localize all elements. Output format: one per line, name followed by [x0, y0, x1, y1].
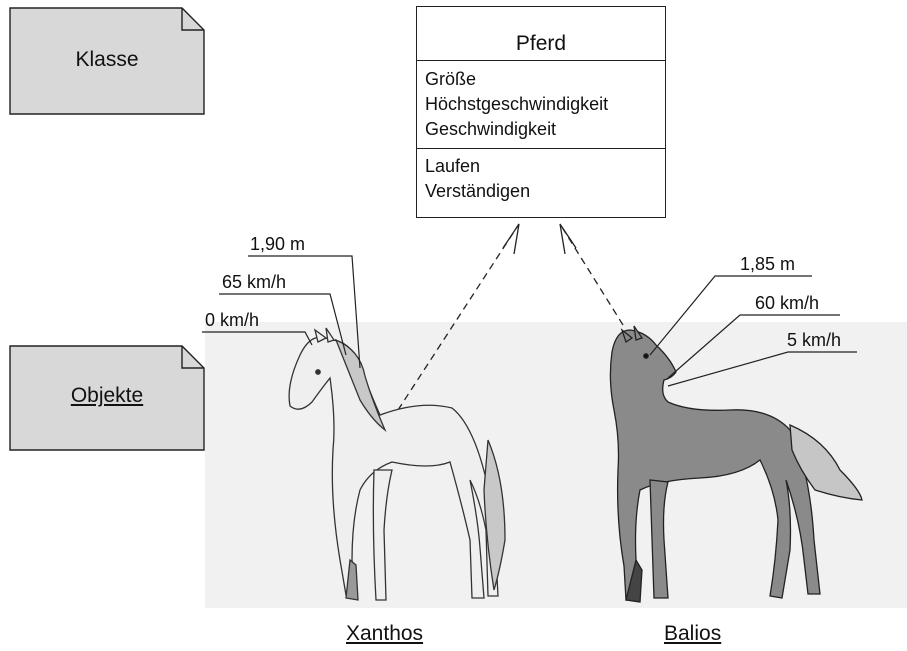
class-note-label: Klasse [10, 48, 204, 72]
class-attributes: Größe Höchstgeschwindigkeit Geschwindigk… [417, 61, 665, 149]
class-operations: Laufen Verständigen [417, 149, 665, 204]
xanthos-max-speed-value: 65 km/h [222, 272, 286, 293]
uml-class-box: Pferd Größe Höchstgeschwindigkeit Geschw… [416, 6, 666, 218]
balios-size-value: 1,85 m [740, 254, 795, 275]
xanthos-size-value: 1,90 m [250, 234, 305, 255]
operation-item: Laufen [425, 154, 665, 179]
attribute-item: Geschwindigkeit [425, 117, 665, 142]
attribute-item: Größe [425, 67, 665, 92]
object-name-balios: Balios [664, 622, 721, 646]
class-name: Pferd [417, 7, 665, 61]
objects-note: Objekte [10, 346, 204, 450]
balios-max-speed-value: 60 km/h [755, 293, 819, 314]
operation-item: Verständigen [425, 179, 665, 204]
instance-of-arrow-balios [560, 224, 623, 325]
objects-note-label: Objekte [10, 384, 204, 408]
balios-speed-value: 5 km/h [787, 330, 841, 351]
attribute-item: Höchstgeschwindigkeit [425, 92, 665, 117]
xanthos-speed-value: 0 km/h [205, 310, 259, 331]
object-name-xanthos: Xanthos [346, 622, 423, 646]
class-note: Klasse [10, 8, 204, 114]
